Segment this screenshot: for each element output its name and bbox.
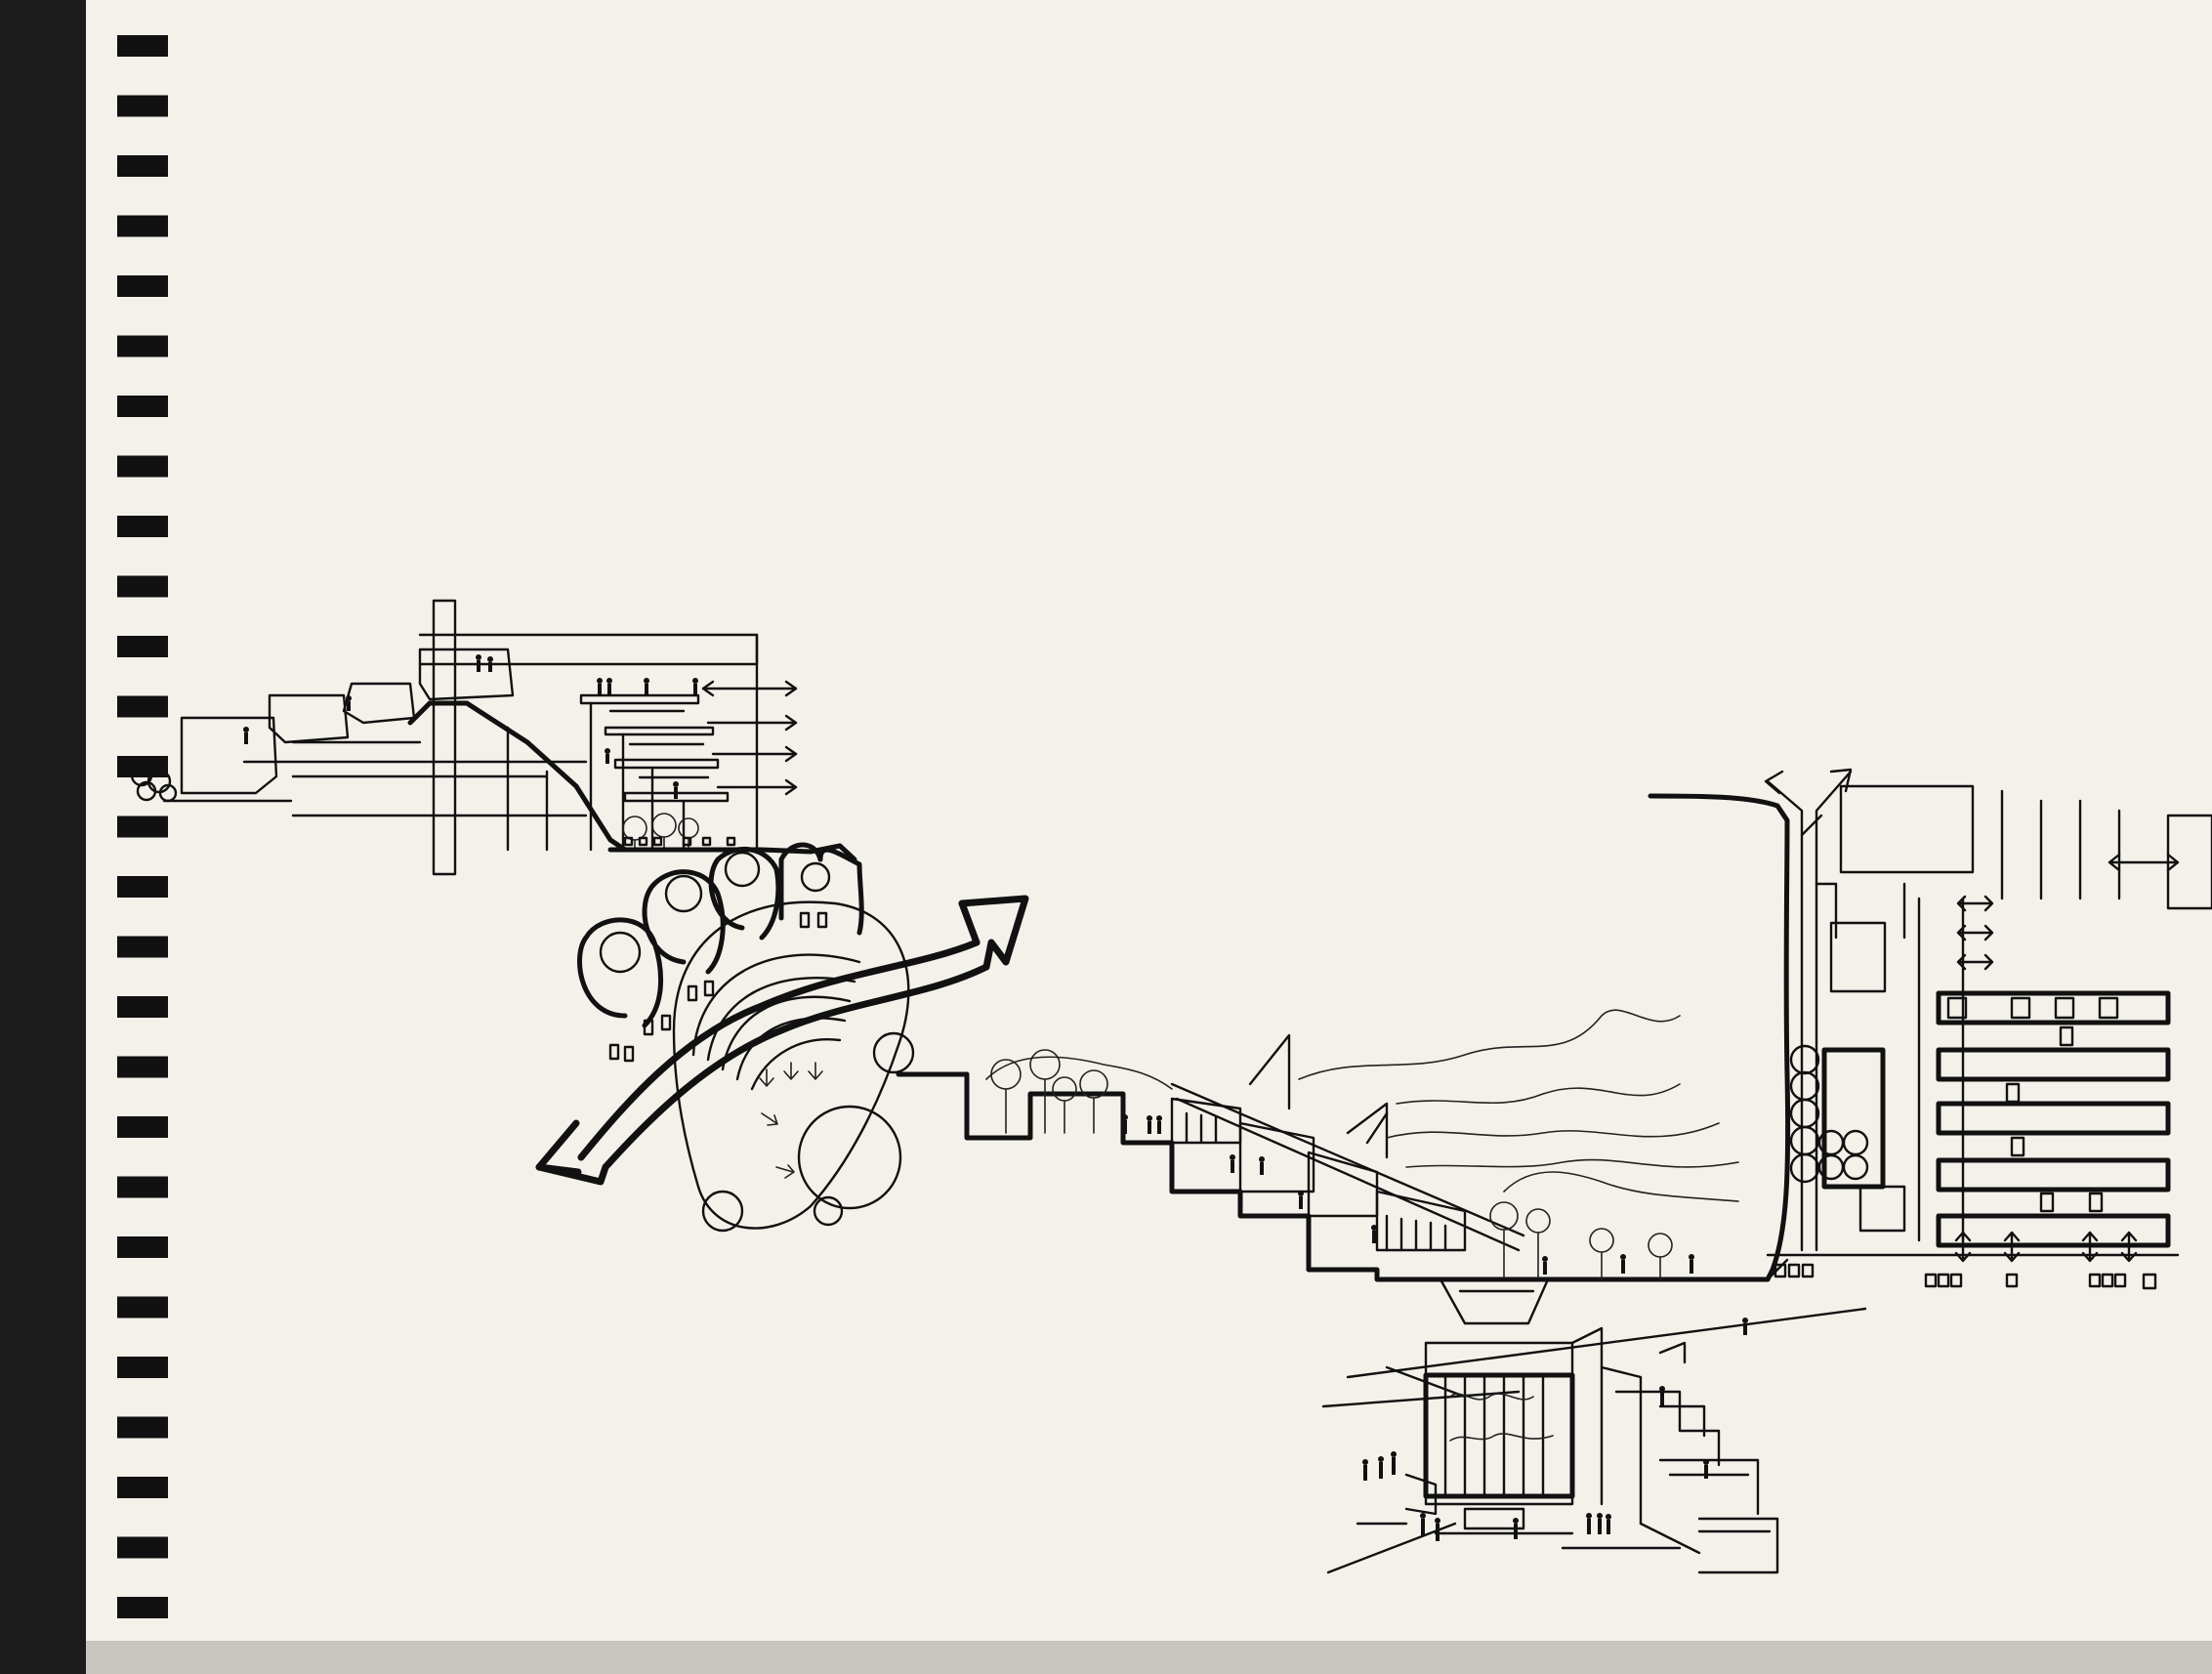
figures-perspective — [1362, 1318, 1748, 1541]
binding-ring — [117, 275, 168, 297]
stepped-units — [1172, 1099, 1465, 1250]
binding-ring — [117, 816, 168, 838]
windows — [610, 913, 826, 1061]
basement-cells — [1775, 1265, 2155, 1288]
spiral-binding — [107, 29, 168, 1624]
circle-column — [1791, 1046, 1867, 1182]
binding-ring — [117, 215, 168, 237]
binding-ring — [117, 1416, 168, 1439]
binding-ring — [117, 1296, 168, 1318]
paper-sheet — [86, 0, 2212, 1651]
stepped-section — [923, 1010, 1768, 1279]
binding-ring — [117, 876, 168, 898]
figures-tower — [243, 654, 698, 799]
tree-icon — [1490, 1172, 1738, 1279]
binding-ring — [117, 695, 168, 718]
binding-ring — [117, 1176, 168, 1198]
sheet-bottom-edge — [86, 1641, 2212, 1674]
double-arrow-icon — [1766, 770, 1851, 884]
binding-ring — [117, 35, 168, 57]
tree-icon — [986, 1050, 1172, 1133]
circular-plan — [539, 845, 1025, 1231]
binding-ring — [117, 1056, 168, 1078]
binding-ring — [117, 1477, 168, 1498]
binding-ring — [117, 996, 168, 1018]
binding-ring — [117, 455, 168, 478]
shrub-cluster — [132, 766, 176, 801]
binding-ring — [117, 155, 168, 177]
binding-ring — [117, 1236, 168, 1258]
floor-stack — [1939, 993, 2168, 1245]
binding-ring — [117, 936, 168, 958]
right-building-section — [1440, 770, 2212, 1323]
base-cells — [625, 838, 734, 845]
binding-ring — [117, 636, 168, 657]
inner-arrows — [760, 1063, 822, 1178]
pavilion-lobes — [579, 845, 861, 1025]
binding-ring — [117, 335, 168, 357]
binding-ring — [117, 1597, 168, 1618]
binding-ring — [117, 95, 168, 117]
circulation-arrows — [703, 682, 796, 794]
binding-ring — [117, 575, 168, 598]
binding-ring — [117, 396, 168, 417]
binding-ring — [117, 516, 168, 537]
binding-ring — [117, 1536, 168, 1559]
binding-ring — [117, 1116, 168, 1138]
perspective-sketch — [1323, 1309, 1865, 1572]
bidirectional-arrow-icon — [1958, 855, 2178, 969]
figures-section — [1122, 1114, 1377, 1243]
binding-ring — [117, 1357, 168, 1378]
double-arrow-icon — [539, 899, 1025, 1182]
terraced-tower-section — [132, 601, 855, 874]
